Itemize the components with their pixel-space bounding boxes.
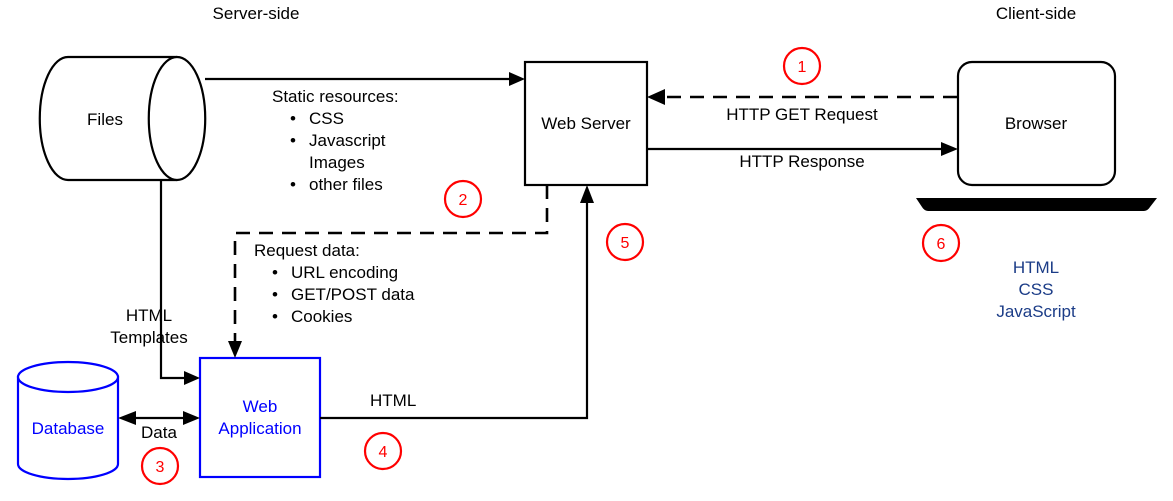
step-badge-6-label: 6 — [937, 236, 946, 253]
node-web-server-label: Web Server — [541, 114, 631, 133]
request-data-item-0: URL encoding — [291, 263, 398, 282]
http-get-request-arrowhead — [647, 89, 665, 105]
static-resources-item-3: other files — [309, 175, 383, 194]
step-badge-2[interactable]: 2 — [443, 179, 483, 219]
database-cylinder-body — [16, 375, 120, 481]
client-tech-css: CSS — [1019, 280, 1054, 299]
edge-database-data — [118, 411, 200, 425]
edge-http-response — [647, 142, 958, 156]
static-resources-arrowhead — [509, 72, 525, 86]
static-resources-bullet-0: • — [290, 109, 296, 128]
data-arrowhead-left — [118, 411, 136, 425]
node-web-application-label-line1: Web — [243, 397, 278, 416]
edge-request-data — [228, 185, 549, 358]
node-database-label: Database — [32, 419, 105, 438]
html-templates-label-line1: HTML — [126, 306, 172, 325]
header-server-side: Server-side — [213, 4, 300, 23]
step-badge-4[interactable]: 4 — [363, 431, 403, 471]
data-label: Data — [141, 423, 177, 442]
browser-box — [956, 60, 1117, 187]
node-browser-label: Browser — [1005, 114, 1068, 133]
edge-http-get-request — [647, 89, 957, 105]
step-badge-1-label: 1 — [798, 59, 807, 76]
step-badge-5-circle — [605, 222, 645, 262]
step-badge-2-circle — [443, 179, 483, 219]
step-badge-2-label: 2 — [459, 192, 468, 209]
database-cylinder-top — [16, 360, 120, 394]
step-badge-4-label: 4 — [379, 444, 388, 461]
http-response-label: HTTP Response — [739, 152, 864, 171]
node-files-label: Files — [87, 110, 123, 129]
static-resources-bullet-1: • — [290, 131, 296, 150]
step-badge-5[interactable]: 5 — [605, 222, 645, 262]
files-cylinder-cap — [147, 55, 178, 182]
laptop-base-icon — [916, 198, 1157, 211]
node-files[interactable]: Files — [38, 55, 207, 182]
static-resources-title: Static resources: — [272, 87, 399, 106]
request-data-line — [233, 185, 549, 345]
node-database[interactable]: Database — [16, 360, 120, 481]
http-response-arrowhead — [941, 142, 958, 156]
step-badge-5-label: 5 — [621, 235, 630, 252]
edge-files-to-web-server — [205, 72, 525, 86]
html-line — [320, 200, 589, 420]
static-resources-bullet-3: • — [290, 175, 296, 194]
http-get-request-label: HTTP GET Request — [726, 105, 878, 124]
node-browser[interactable]: Browser — [956, 60, 1117, 187]
step-badge-3-circle — [140, 446, 180, 486]
html-templates-label-line2: Templates — [110, 328, 187, 347]
static-resources-item-1: Javascript — [309, 131, 386, 150]
request-data-bullet-1: • — [272, 285, 278, 304]
request-data-bullet-0: • — [272, 263, 278, 282]
client-tech-javascript: JavaScript — [996, 302, 1076, 321]
data-arrowhead-right — [183, 411, 200, 425]
html-arrowhead — [580, 185, 594, 203]
request-data-item-2: Cookies — [291, 307, 352, 326]
node-web-application[interactable]: Web Application — [198, 356, 322, 479]
request-data-title: Request data: — [254, 241, 360, 260]
step-badge-1-circle — [782, 46, 822, 86]
step-badge-1[interactable]: 1 — [782, 46, 822, 86]
static-resources-item-0: CSS — [309, 109, 344, 128]
step-badge-6-circle — [921, 223, 961, 263]
web-server-box — [523, 60, 649, 187]
html-templates-arrowhead — [184, 371, 200, 385]
step-badge-3[interactable]: 3 — [140, 446, 180, 486]
edge-html-templates — [159, 180, 200, 385]
client-tech-html: HTML — [1013, 258, 1059, 277]
html-templates-line — [159, 180, 188, 380]
node-web-server[interactable]: Web Server — [523, 60, 649, 187]
web-application-box — [198, 356, 322, 479]
step-badge-6[interactable]: 6 — [921, 223, 961, 263]
request-data-bullet-2: • — [272, 307, 278, 326]
header-client-side: Client-side — [996, 4, 1076, 23]
request-data-arrowhead — [228, 341, 242, 358]
static-resources-item-2: Images — [309, 153, 365, 172]
edge-html — [320, 185, 594, 420]
request-data-item-1: GET/POST data — [291, 285, 415, 304]
node-web-application-label-line2: Application — [218, 419, 301, 438]
html-label: HTML — [370, 391, 416, 410]
step-badge-3-label: 3 — [156, 459, 165, 476]
step-badge-4-circle — [363, 431, 403, 471]
